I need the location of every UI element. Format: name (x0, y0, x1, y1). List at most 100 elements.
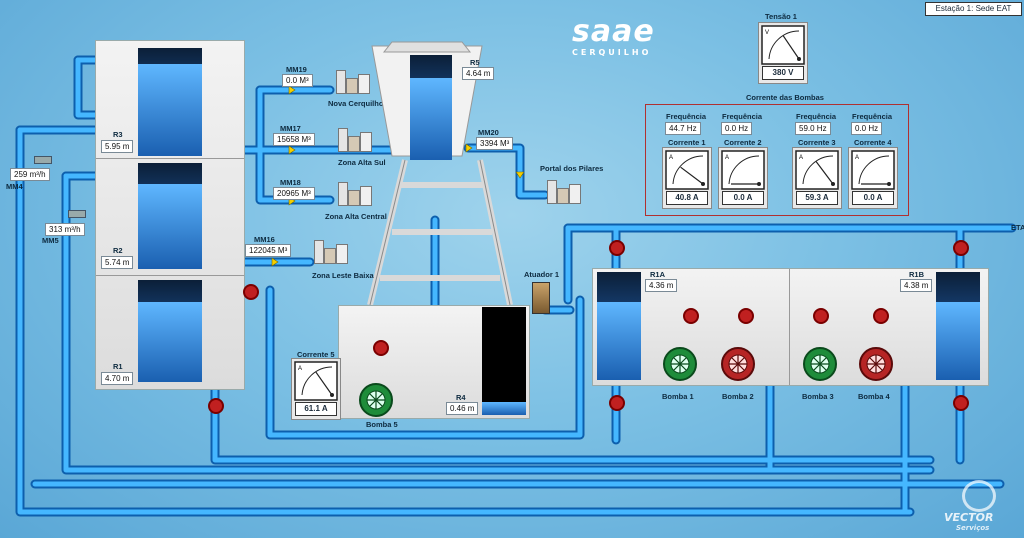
building-alta-central-icon (336, 178, 374, 206)
mm17-value: 15658 M³ (273, 133, 315, 146)
r4-label: R4 (456, 393, 466, 402)
mm18-value: 20965 M³ (273, 187, 315, 200)
pump-4[interactable] (856, 342, 896, 384)
pump-4-label: Bomba 4 (858, 392, 890, 401)
current-value-4: 0.0 A (852, 191, 894, 205)
eta-label: ETA (1011, 223, 1024, 232)
mm17-label: MM17 (280, 124, 301, 133)
frequency-label-2: Frequência (722, 112, 763, 121)
tension-value: 380 V (762, 66, 804, 80)
mm16-value: 122045 M³ (245, 244, 292, 257)
current-label-2: Corrente 2 (724, 138, 762, 147)
current-value-1: 40.8 A (666, 191, 708, 205)
tank-r1a (597, 272, 641, 380)
pump-1-label: Bomba 1 (662, 392, 694, 401)
zone-nova-cerquilho: Nova Cerquilho (328, 99, 384, 108)
tank-r1b (936, 272, 980, 380)
mm5-label: MM5 (42, 236, 59, 245)
pump-3-label: Bomba 3 (802, 392, 834, 401)
current-gauge-1: A 40.8 A (662, 147, 712, 209)
valve-bottom-left[interactable] (208, 398, 224, 414)
mm19-label: MM19 (286, 65, 307, 74)
current-gauge-3: A 59.3 A (792, 147, 842, 209)
mm20-value: 3394 M³ (476, 137, 514, 150)
current-dial-1: A (665, 150, 709, 190)
pump-2-label: Bomba 2 (722, 392, 754, 401)
current-label-3: Corrente 3 (798, 138, 836, 147)
current-value-2: 0.0 A (722, 191, 764, 205)
tension-dial: V (761, 25, 805, 65)
current-unit-3: A (799, 155, 803, 161)
pump-5[interactable] (356, 378, 396, 420)
atuador-label: Atuador 1 (524, 270, 560, 279)
r2-level: 5.74 m (101, 256, 134, 269)
r4-level: 0.46 m (446, 402, 479, 415)
current-unit-1: A (669, 155, 673, 161)
pump-1[interactable] (660, 342, 700, 384)
pump-3[interactable] (800, 342, 840, 384)
frequency-label-3: Frequência (796, 112, 837, 121)
zone-alta-sul: Zona Alta Sul (338, 158, 386, 167)
tank-r5 (410, 55, 452, 160)
vector-logo: VECTOR (944, 511, 994, 524)
current-unit-2: A (725, 155, 729, 161)
tank-r2 (138, 163, 202, 269)
mm16-label: MM16 (254, 235, 275, 244)
current-label-4: Corrente 4 (854, 138, 892, 147)
valve-r1-outlet[interactable] (243, 284, 259, 300)
mm20-label: MM20 (478, 128, 499, 137)
r5-label: R5 (470, 58, 480, 67)
valve-pump2[interactable] (738, 308, 754, 324)
flow-meter-mm5-icon (68, 210, 86, 218)
mm18-label: MM18 (280, 178, 301, 187)
building-alta-sul-icon (336, 124, 374, 152)
valve-r1b-outlet[interactable] (953, 395, 969, 411)
current-gauge-4: A 0.0 A (848, 147, 898, 209)
actuator-icon[interactable] (532, 282, 550, 314)
r2-label: R2 (113, 246, 123, 255)
current-dial-3: A (795, 150, 839, 190)
valve-pump3[interactable] (813, 308, 829, 324)
zone-alta-central: Zona Alta Central (325, 212, 387, 221)
r1b-label: R1B (909, 270, 925, 279)
building-nova-cerquilho-icon (334, 66, 372, 94)
valve-pump4[interactable] (873, 308, 889, 324)
mm5-flow: 313 m³/h (45, 223, 85, 236)
corrente5-title: Corrente 5 (297, 350, 335, 359)
tension-unit: V (765, 30, 769, 36)
frequency-value-3: 59.0 Hz (795, 122, 831, 135)
frequency-label-1: Frequência (666, 112, 707, 121)
tank-r4 (482, 307, 526, 415)
current-value-3: 59.3 A (796, 191, 838, 205)
station-label: Estação 1: Sede EAT (925, 2, 1022, 16)
valve-r1a-inlet[interactable] (609, 240, 625, 256)
valve-pump5[interactable] (373, 340, 389, 356)
corrente5-dial: A (294, 361, 338, 401)
mm19-value: 0.0 M³ (282, 74, 313, 87)
current-label-1: Corrente 1 (668, 138, 706, 147)
tank-r3 (138, 48, 202, 156)
flow-meter-mm4-icon (34, 156, 52, 164)
tension-gauge: V 380 V (758, 22, 808, 84)
building-pilares-icon (545, 176, 583, 204)
vector-logo-sub: Serviços (956, 524, 990, 532)
valve-r1a-outlet[interactable] (609, 395, 625, 411)
r3-label: R3 (113, 130, 123, 139)
r1-level: 4.70 m (101, 372, 134, 385)
r5-level: 4.64 m (462, 67, 495, 80)
zone-portal-pilares: Portal dos Pilares (540, 164, 604, 173)
r1a-level: 4.36 m (645, 279, 678, 292)
current-gauge-2: A 0.0 A (718, 147, 768, 209)
r1a-label: R1A (650, 270, 666, 279)
frequency-label-4: Frequência (852, 112, 893, 121)
tension-title: Tensão 1 (765, 12, 797, 21)
valve-pump1[interactable] (683, 308, 699, 324)
pump-2[interactable] (718, 342, 758, 384)
current-unit-4: A (855, 155, 859, 161)
r1-label: R1 (113, 362, 123, 371)
frequency-value-2: 0.0 Hz (721, 122, 753, 135)
mm4-label: MM4 (6, 182, 23, 191)
valve-r1b-inlet[interactable] (953, 240, 969, 256)
r1b-level: 4.38 m (900, 279, 933, 292)
current-dial-2: A (721, 150, 765, 190)
